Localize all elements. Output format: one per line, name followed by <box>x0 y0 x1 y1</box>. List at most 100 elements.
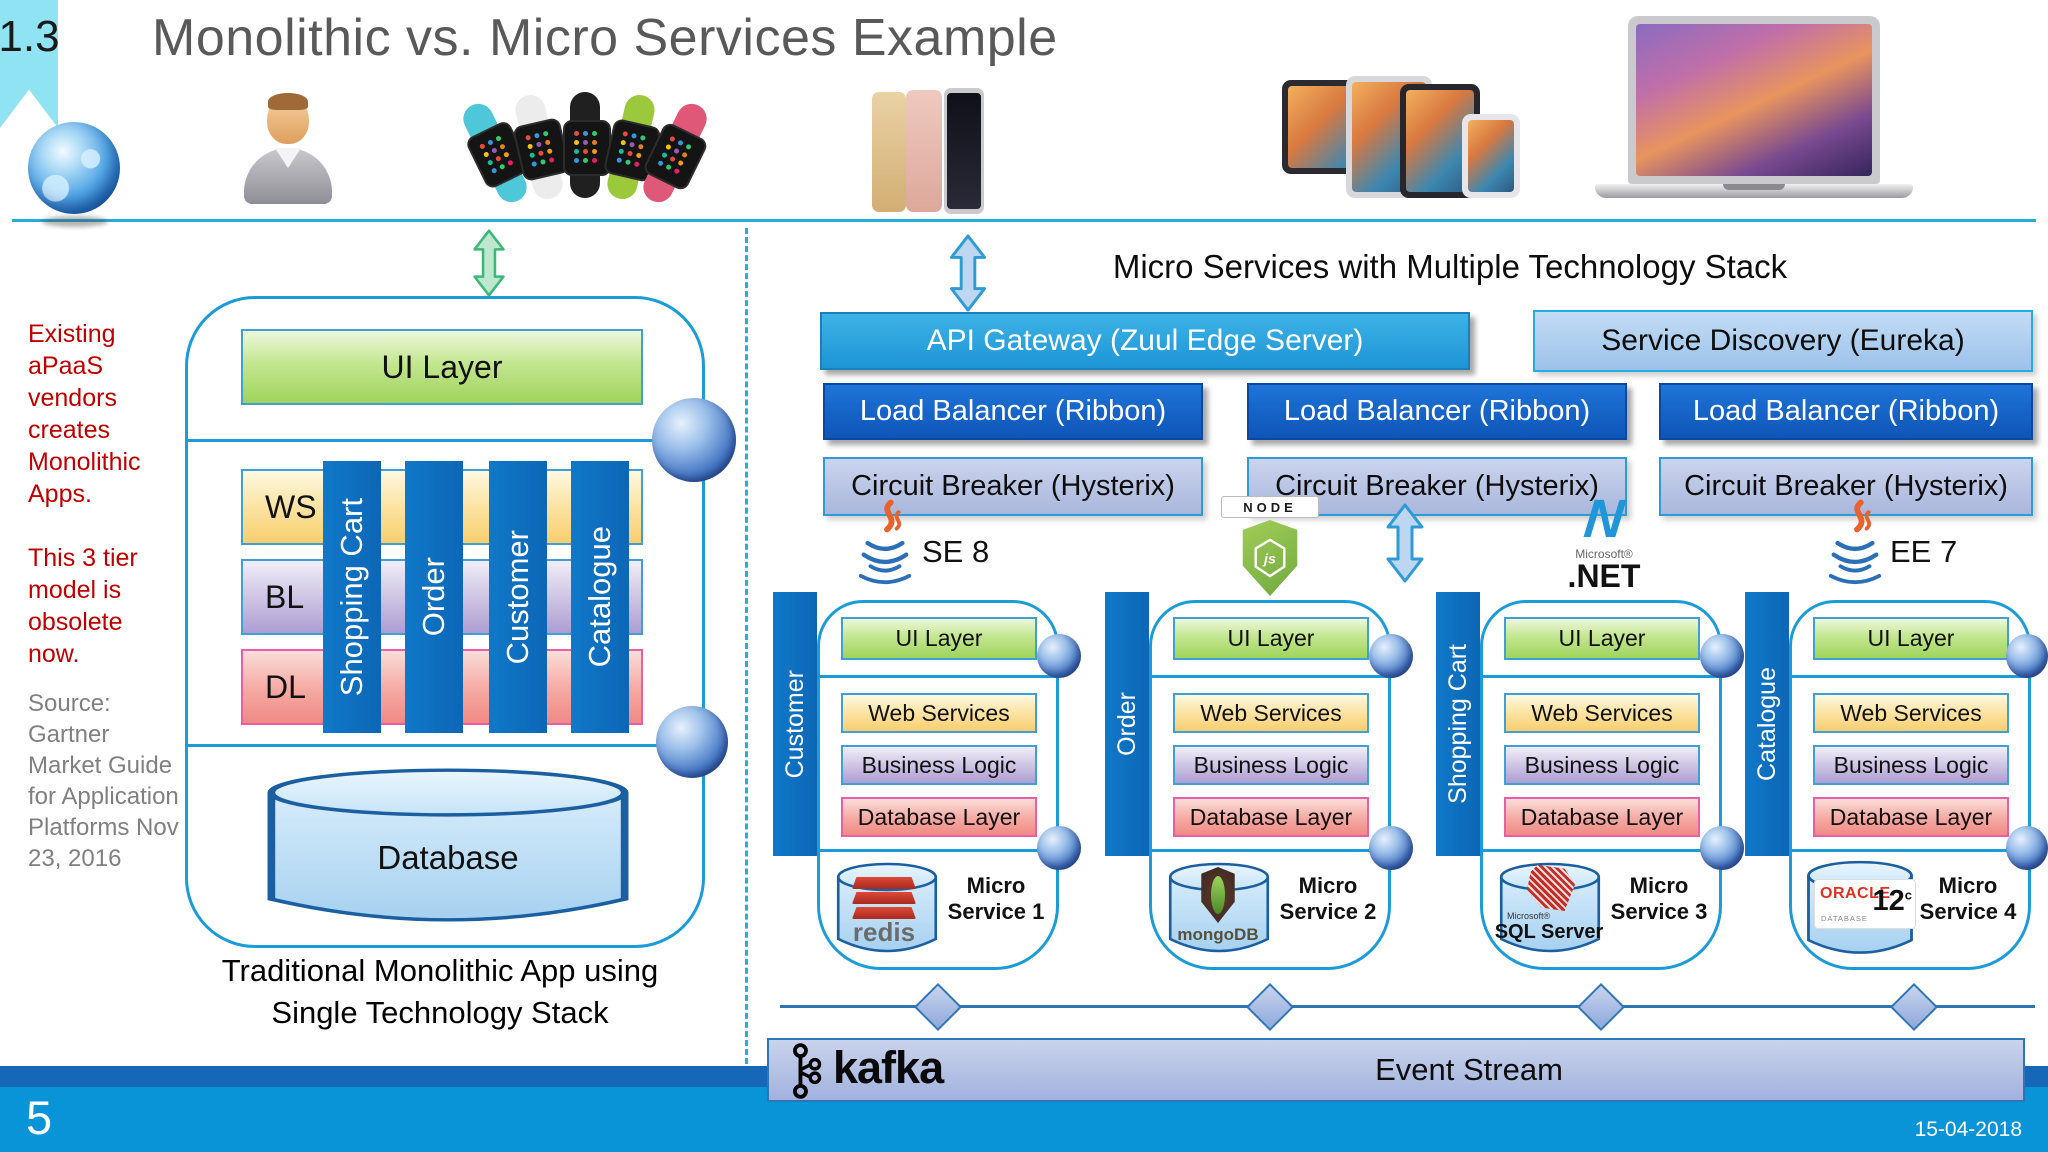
stack-divider <box>1483 675 1719 678</box>
nodejs-banner: NODE <box>1221 496 1319 518</box>
monolith-module-order: Order <box>405 461 463 733</box>
page-number: 5 <box>26 1091 53 1144</box>
network-sphere-icon <box>1700 826 1744 870</box>
stack-container-order: UI Layer Web Services Business Logic Dat… <box>1149 600 1391 970</box>
sqlserver-label: SQL Server <box>1494 921 1604 943</box>
note-monolithic-vendors: Existing aPaaS vendors creates Monolithi… <box>28 320 141 508</box>
user-icon <box>242 93 334 208</box>
iphones-image <box>872 88 990 214</box>
updown-arrow-blue-icon <box>1386 503 1424 583</box>
stack2-database-layer: Database Layer <box>1173 797 1369 837</box>
stack1-ui-layer: UI Layer <box>841 617 1037 660</box>
section-divider-dashed <box>745 228 748 1064</box>
stack-module-bar-customer: Customer <box>773 592 817 856</box>
service-discovery-box: Service Discovery (Eureka) <box>1533 310 2033 372</box>
module-label: Order <box>416 557 451 637</box>
slide-title: Monolithic vs. Micro Services Example <box>152 9 1058 67</box>
ipad-mini <box>1462 114 1520 198</box>
dotnet-logo: N Microsoft® .NET <box>1534 489 1674 594</box>
dotnet-n-swoosh: N <box>1581 489 1627 549</box>
note-obsolete: This 3 tier model is obsolete now. <box>28 544 138 668</box>
sqlserver-microsoft-label: Microsoft® <box>1507 911 1551 921</box>
monolith-container: UI Layer WS BL DL Shopping Cart Order Cu… <box>185 296 705 948</box>
network-sphere-icon <box>656 706 728 778</box>
stack3-database-layer: Database Layer <box>1504 797 1700 837</box>
oracle-database-label: DATABASE <box>1821 914 1868 923</box>
java-logo <box>858 499 912 585</box>
monolith-module-catalogue: Catalogue <box>571 461 629 733</box>
monolith-divider-1 <box>188 439 702 442</box>
event-stream-label: Event Stream <box>1375 1052 1563 1087</box>
load-balancer-box-2: Load Balancer (Ribbon) <box>1247 383 1627 440</box>
load-balancer-box-3: Load Balancer (Ribbon) <box>1659 383 2033 440</box>
stack3-web-services: Web Services <box>1504 693 1700 733</box>
iphone-gold <box>872 92 906 212</box>
stack-module-bar-shopping-cart: Shopping Cart <box>1436 592 1480 856</box>
event-stream-line <box>780 1005 2035 1008</box>
event-connector-diamond <box>1576 982 1626 1032</box>
stack1-database-layer: Database Layer <box>841 797 1037 837</box>
caption-line-1: Traditional Monolithic App using <box>221 953 659 988</box>
stack2-ui-layer: UI Layer <box>1173 617 1369 660</box>
iphone-screen <box>947 93 981 209</box>
updown-arrow-blue-icon <box>949 234 987 312</box>
stack3-business-logic: Business Logic <box>1504 745 1700 785</box>
stack-divider <box>820 849 1056 852</box>
nodejs-logo: NODE js <box>1216 496 1324 596</box>
monolith-ui-layer: UI Layer <box>241 329 643 405</box>
stack-container-customer: UI Layer Web Services Business Logic Dat… <box>817 600 1059 970</box>
nodejs-shield: js <box>1242 520 1298 596</box>
date-stamp: 15-04-2018 <box>1914 1118 2022 1141</box>
network-sphere-icon <box>2006 826 2048 870</box>
watch-face <box>563 120 611 176</box>
circuit-breaker-box-2: Circuit Breaker (Hysterix) <box>1247 457 1627 516</box>
event-connector-diamond <box>1245 982 1295 1032</box>
kafka-wordmark: kafka <box>833 1042 944 1093</box>
micro-service-4-label: Micro Service 4 <box>1919 873 2017 924</box>
mongodb-label: mongoDB <box>1177 925 1259 944</box>
macbook-image <box>1595 16 1913 208</box>
circuit-breaker-box-3: Circuit Breaker (Hysterix) <box>1659 457 2033 516</box>
event-connector-diamond <box>913 982 963 1032</box>
section-badge-text: 1.3 <box>0 12 60 61</box>
microsoft-small-label: Microsoft® <box>1575 547 1633 561</box>
network-sphere-icon <box>2006 634 2048 678</box>
stack4-web-services: Web Services <box>1813 693 2009 733</box>
module-label: Customer <box>780 669 809 779</box>
stack-divider <box>820 675 1056 678</box>
smartwatches-image <box>458 91 712 214</box>
stack3-ui-layer: UI Layer <box>1504 617 1700 660</box>
nodejs-js-text: js <box>1262 552 1276 568</box>
redis-logo <box>852 877 916 889</box>
stack-divider <box>1483 849 1719 852</box>
module-label: Customer <box>500 529 535 665</box>
stack2-web-services: Web Services <box>1173 693 1369 733</box>
monolith-module-customer: Customer <box>489 461 547 733</box>
oracle-logo: ORACLE DATABASE 12c <box>1814 879 1916 929</box>
stack4-business-logic: Business Logic <box>1813 745 2009 785</box>
oracle-version: 12c <box>1873 885 1913 918</box>
module-label: Catalogue <box>582 526 617 668</box>
network-sphere-icon <box>1037 826 1081 870</box>
dotnet-label: .NET <box>1567 558 1641 594</box>
ipads-image <box>1282 70 1522 210</box>
stack-module-bar-order: Order <box>1105 592 1149 856</box>
module-label: Catalogue <box>1752 667 1781 781</box>
monolith-divider-2 <box>188 744 702 747</box>
network-sphere-icon <box>652 398 736 482</box>
oracle-version-number: 12 <box>1872 885 1905 917</box>
stack-container-catalogue: UI Layer Web Services Business Logic Dat… <box>1789 600 2031 970</box>
nodejs-hexagon: js <box>1254 538 1286 578</box>
circuit-breaker-box-1: Circuit Breaker (Hysterix) <box>823 457 1203 516</box>
network-sphere-icon <box>1700 634 1744 678</box>
macbook-base <box>1595 184 1913 198</box>
source-note: Source: Gartner Market Guide for Applica… <box>28 690 179 872</box>
module-label: Shopping Cart <box>1443 644 1472 804</box>
globe-icon <box>28 122 120 214</box>
stack-divider <box>1792 849 2028 852</box>
caption-line-2: Single Technology Stack <box>271 995 609 1030</box>
watch-black <box>563 92 611 198</box>
java-ee7-label: EE 7 <box>1890 534 1958 569</box>
java-se8-label: SE 8 <box>922 534 990 569</box>
